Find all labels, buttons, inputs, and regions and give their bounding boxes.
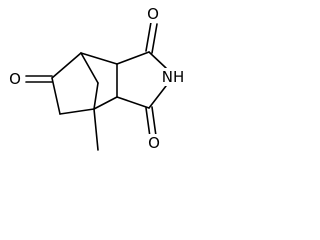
atom-oxygen-ketone-left: O: [9, 70, 21, 88]
bond-c5-c9: [80, 52, 99, 84]
bond-c9-c6: [93, 82, 99, 110]
atom-nitrogen-hydrogen: NH: [162, 68, 185, 86]
bond-c1-o-double-a: [145, 21, 152, 52]
bond-c1-c3: [116, 51, 150, 65]
bond-n-c2: [148, 85, 167, 109]
bond-c2-o-double-b: [151, 106, 157, 137]
atom-oxygen-bottom-right: O: [148, 134, 160, 152]
bond-c2-o-double-a: [145, 107, 151, 138]
label-bg-o-left: [6, 70, 24, 87]
bond-c4-c6: [93, 96, 118, 110]
atom-oxygen-top-right: O: [147, 5, 159, 23]
label-bg-nh: [158, 68, 188, 86]
label-bg-o-bottom: [145, 134, 163, 151]
bond-lines: [25, 21, 167, 151]
label-bg-o-top: [144, 6, 162, 23]
molecule-structure-diagram: O NH O O: [6, 5, 188, 152]
atom-labels: O NH O O: [6, 5, 188, 152]
bond-c1-o-double-b: [151, 23, 158, 54]
bond-c1-n: [148, 51, 167, 69]
bond-c3-c5: [80, 52, 118, 65]
bond-c7-c8: [51, 77, 61, 115]
bond-c6-methyl: [93, 108, 99, 151]
bond-c8-c6: [59, 108, 95, 115]
bond-c2-c4: [116, 96, 150, 109]
bond-c5-c7: [51, 52, 82, 79]
